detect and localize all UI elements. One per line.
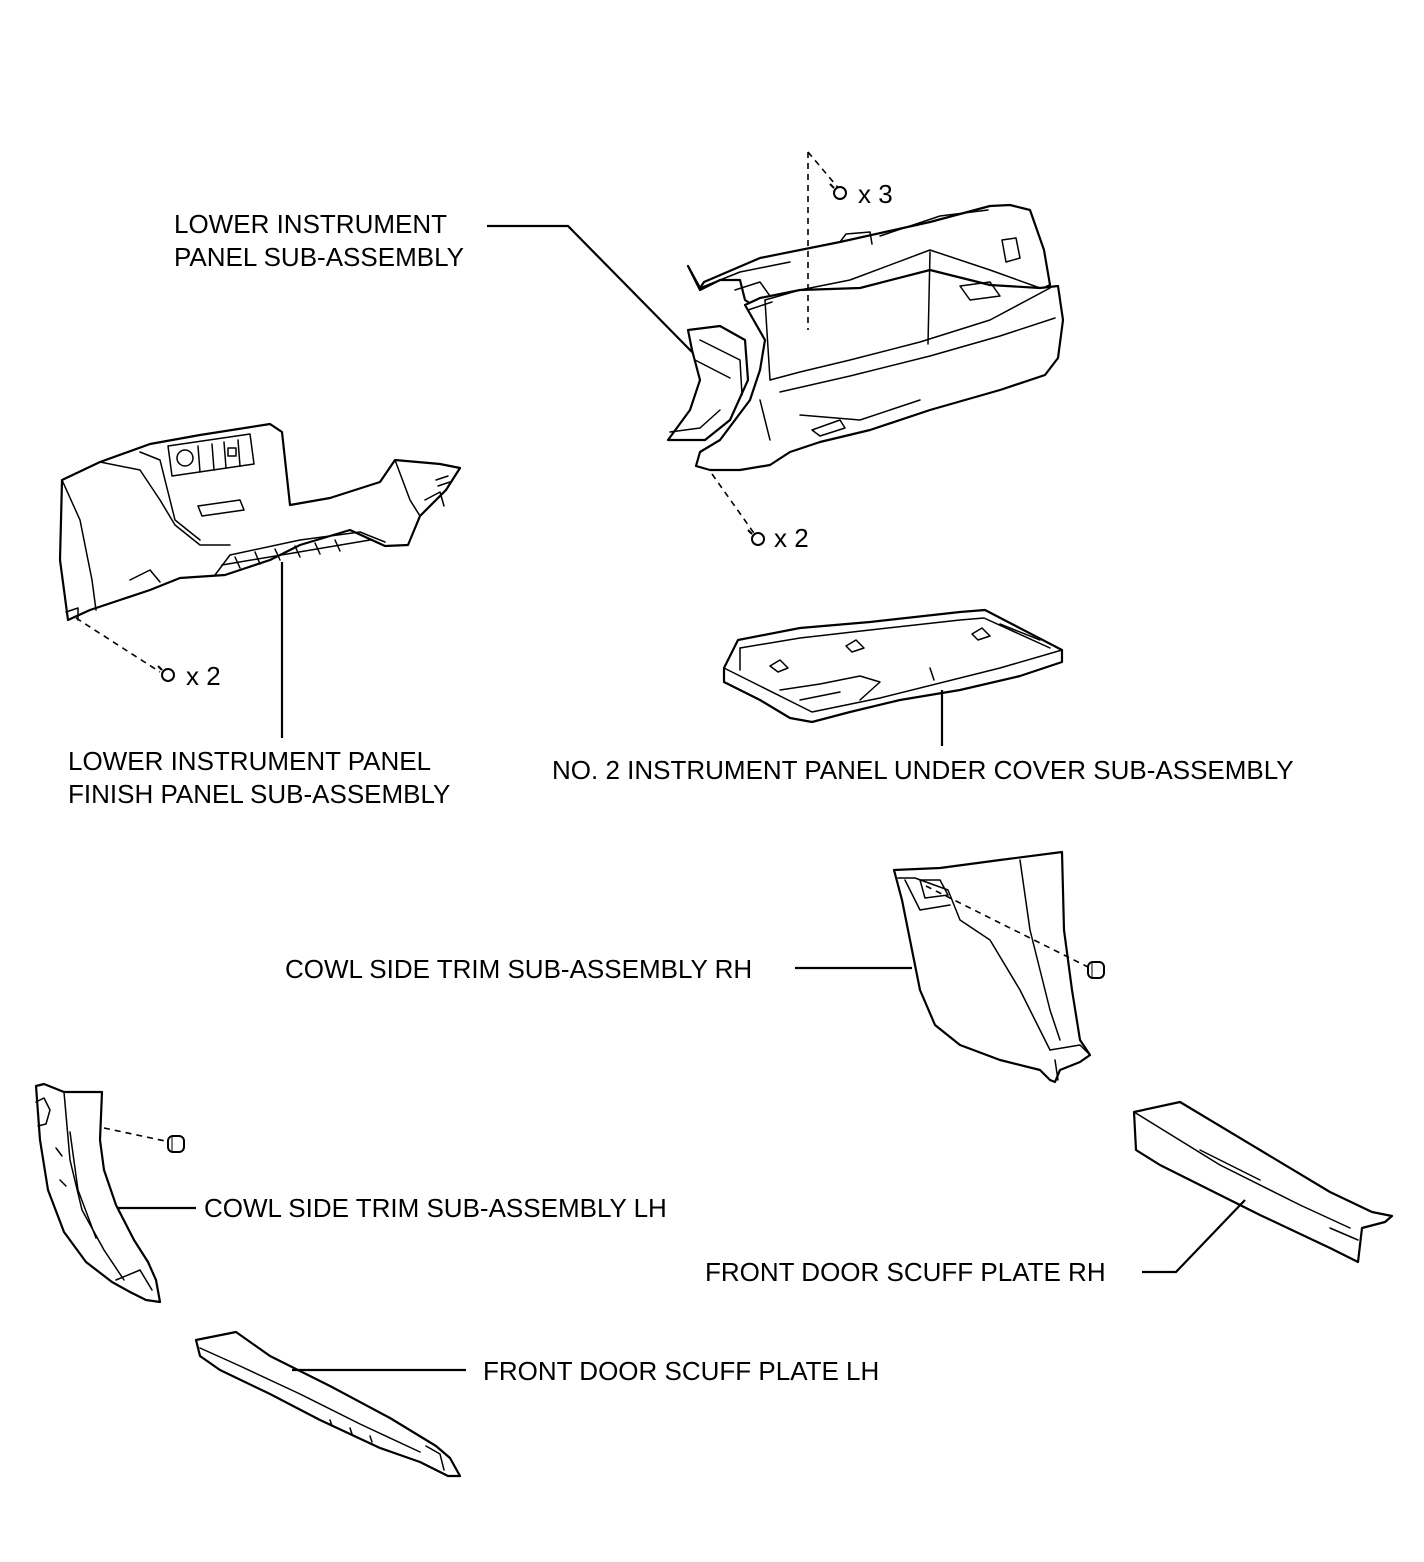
fastener-count-finish-panel: x 2	[186, 661, 221, 691]
label-under-cover: NO. 2 INSTRUMENT PANEL UNDER COVER SUB-A…	[552, 755, 1294, 785]
clip-icon	[1087, 961, 1105, 979]
label-lower-instrument-panel: LOWER INSTRUMENT PANEL SUB-ASSEMBLY	[174, 208, 464, 274]
label-cowl-lh: COWL SIDE TRIM SUB-ASSEMBLY LH	[204, 1193, 667, 1223]
scuff-rh-part	[1132, 1100, 1394, 1264]
cowl-rh-part	[892, 850, 1092, 1084]
fastener-count-panel-top: x 3	[858, 179, 893, 209]
label-line: LOWER INSTRUMENT PANEL	[68, 746, 432, 776]
label-scuff-rh: FRONT DOOR SCUFF PLATE RH	[705, 1257, 1106, 1287]
screw-icon	[157, 665, 175, 682]
label-line: FINISH PANEL SUB-ASSEMBLY	[68, 779, 451, 809]
label-scuff-lh: FRONT DOOR SCUFF PLATE LH	[483, 1356, 880, 1386]
label-cowl-rh: COWL SIDE TRIM SUB-ASSEMBLY RH	[285, 954, 753, 984]
under-cover-part	[722, 608, 1064, 724]
lower-instrument-panel-part	[666, 203, 1065, 472]
clip-icon	[167, 1135, 185, 1153]
scuff-lh-part	[194, 1330, 462, 1478]
screw-icon	[829, 183, 847, 200]
label-finish-panel: LOWER INSTRUMENT PANEL FINISH PANEL SUB-…	[68, 745, 450, 811]
finish-panel-part	[58, 422, 462, 622]
label-line: PANEL SUB-ASSEMBLY	[174, 242, 464, 272]
fastener-count-panel-bottom: x 2	[774, 523, 809, 553]
screw-icon	[747, 529, 765, 546]
label-line: LOWER INSTRUMENT	[174, 209, 447, 239]
cowl-lh-part	[34, 1082, 162, 1304]
